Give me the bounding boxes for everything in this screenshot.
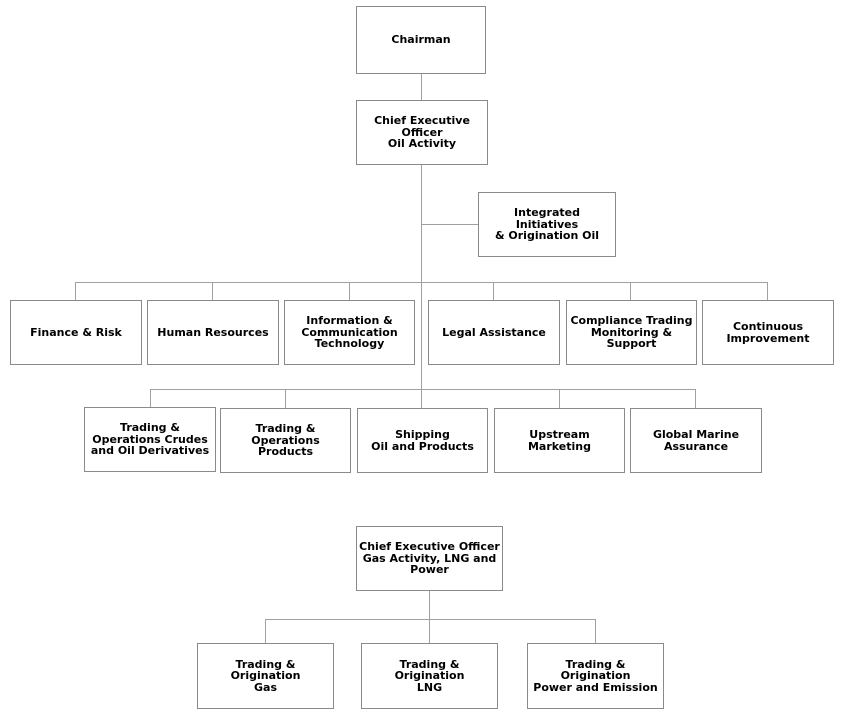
connector-line [75,282,76,300]
node-label: Chief Executive Officer Gas Activity, LN… [359,540,500,577]
connector-line [75,282,768,283]
node-label: Human Resources [157,325,269,339]
node-label: Chief Executive Officer Oil Activity [374,114,470,151]
connector-line [630,282,631,300]
node-label: Legal Assistance [442,325,546,339]
connector-line [212,282,213,300]
node-trading-gas: Trading & Origination Gas [197,643,334,709]
node-continuous-improvement: Continuous Improvement [702,300,834,365]
connector-line [695,389,696,408]
node-upstream-marketing: Upstream Marketing [494,408,625,473]
node-chairman: Chairman [356,6,486,74]
node-label: Information & Communication Technology [301,314,398,351]
connector-line [150,389,696,390]
connector-line [265,619,596,620]
node-trading-power: Trading & Origination Power and Emission [527,643,664,709]
node-label: Shipping Oil and Products [371,428,474,453]
connector-line [493,282,494,300]
node-finance-risk: Finance & Risk [10,300,142,365]
node-label: Global Marine Assurance [652,428,740,453]
node-ceo-gas: Chief Executive Officer Gas Activity, LN… [356,526,503,591]
node-label: Trading & Operations Products [251,422,320,459]
node-ceo-oil: Chief Executive Officer Oil Activity [356,100,488,165]
node-label: Chairman [391,33,451,47]
node-trading-lng: Trading & Origination LNG [361,643,498,709]
node-label: Finance & Risk [30,325,122,339]
node-label: Continuous Improvement [726,320,810,345]
node-label: Trading & Origination Gas [230,657,301,694]
node-shipping: Shipping Oil and Products [357,408,488,473]
connector-line [421,224,478,225]
node-label: Compliance Trading Monitoring & Support [570,314,693,351]
node-human-resources: Human Resources [147,300,279,365]
node-label: Trading & Origination LNG [394,657,465,694]
connector-line [595,619,596,643]
connector-line [559,389,560,408]
node-label: Trading & Origination Power and Emission [533,657,658,694]
node-compliance: Compliance Trading Monitoring & Support [566,300,697,365]
node-trading-products: Trading & Operations Products [220,408,351,473]
node-trading-crudes: Trading & Operations Crudes and Oil Deri… [84,407,216,472]
node-label: Upstream Marketing [527,428,591,453]
node-label: Trading & Operations Crudes and Oil Deri… [90,421,210,458]
node-label: Integrated Initiatives & Origination Oil [494,206,599,243]
connector-line [150,389,151,407]
connector-line [429,591,430,644]
node-legal-assistance: Legal Assistance [428,300,560,365]
node-ict: Information & Communication Technology [284,300,415,365]
connector-line [421,165,422,408]
connector-line [767,282,768,300]
node-integrated-initiatives: Integrated Initiatives & Origination Oil [478,192,616,257]
connector-line [421,74,422,101]
node-global-marine-assurance: Global Marine Assurance [630,408,762,473]
connector-line [349,282,350,300]
connector-line [285,389,286,408]
connector-line [265,619,266,643]
